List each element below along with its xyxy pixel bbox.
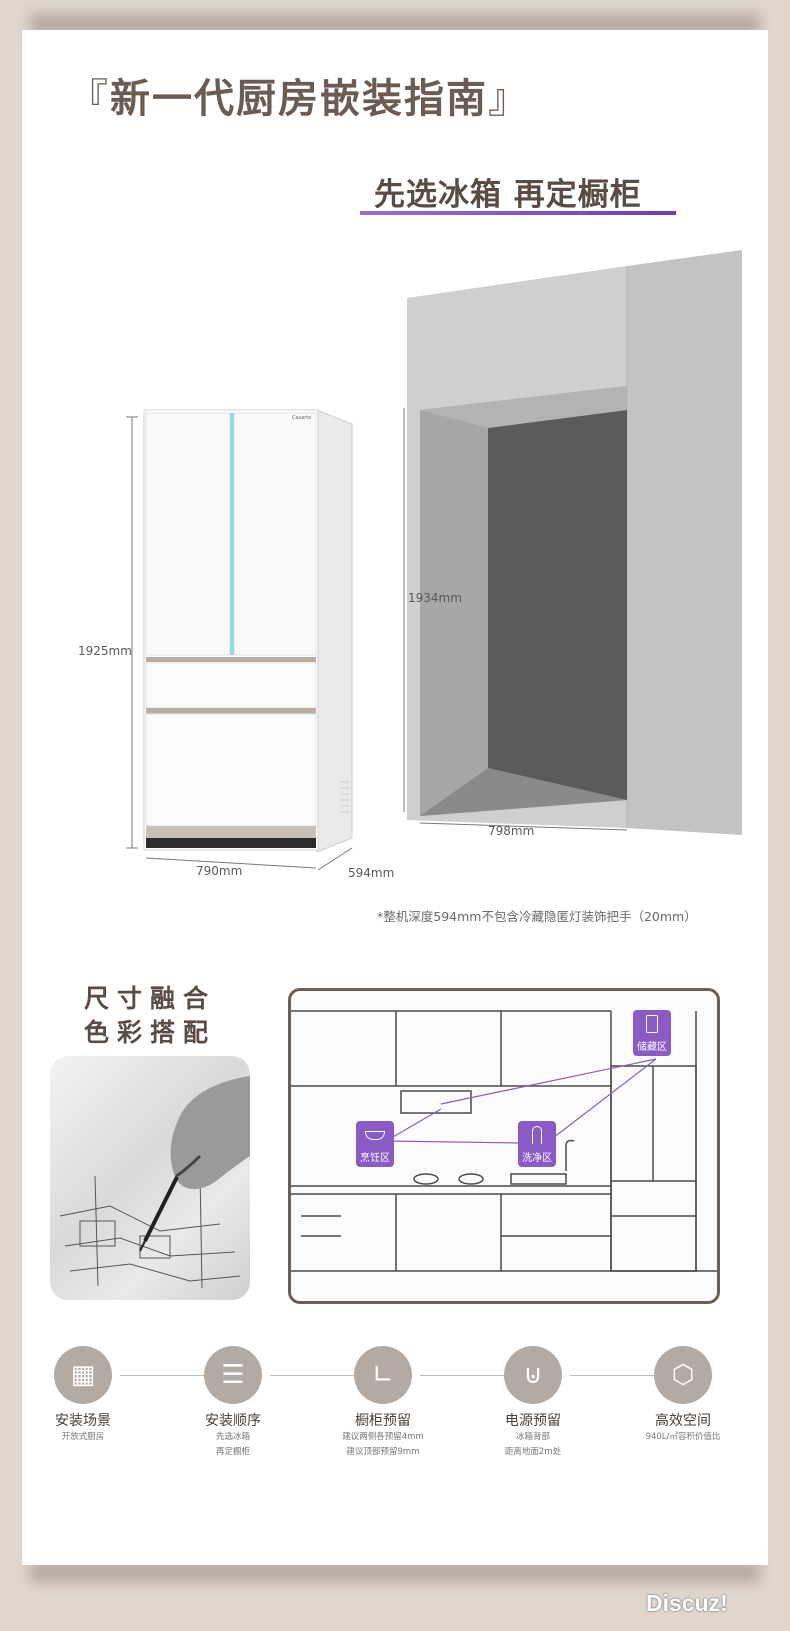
- fridge-width-line: [145, 857, 317, 869]
- step-connector: [420, 1375, 504, 1376]
- ruler-corner-icon: ∟: [354, 1346, 412, 1404]
- section-heading-line1: 尺寸融合: [84, 984, 217, 1013]
- title-text: 新一代厨房嵌装指南: [110, 76, 488, 122]
- storage-zone-badge: 储藏区: [633, 1010, 671, 1056]
- title-open-bracket: 『: [68, 76, 110, 122]
- fridge-height-label: 1925mm: [78, 644, 132, 658]
- kitchen-drawing: [291, 1010, 717, 1272]
- sketch-drawing: [59, 1076, 250, 1289]
- washing-zone-label: 洗净区: [522, 1153, 552, 1164]
- pan-icon: [365, 1131, 385, 1140]
- fridge-width-label: 790mm: [196, 864, 243, 878]
- step-label: 安装顺序: [205, 1413, 261, 1429]
- subtitle-underline: [360, 211, 676, 215]
- cooking-zone-label: 烹饪区: [360, 1153, 390, 1164]
- watermark: Discuz!: [646, 1590, 728, 1616]
- cube-icon: ⬡: [654, 1346, 712, 1404]
- subtitle: 先选冰箱 再定橱柜: [374, 177, 642, 213]
- cabinet-width-label: 798mm: [488, 824, 535, 838]
- step-label: 高效空间: [655, 1413, 711, 1429]
- dimension-illustration: [126, 250, 742, 871]
- cooking-zone-badge: 烹饪区: [356, 1121, 394, 1167]
- page-title: 『新一代厨房嵌装指南』: [68, 66, 530, 124]
- depth-note: *整机深度594mm不包含冷藏隐匿灯装饰把手（20mm）: [377, 909, 697, 924]
- cabinet-width-line: [419, 822, 628, 831]
- fridge-image: [143, 409, 353, 853]
- step-label: 安装场景: [55, 1413, 111, 1429]
- building-icon: ▦: [54, 1346, 112, 1404]
- fridge-brand-logo: Casarte: [292, 415, 312, 421]
- power-outlet-icon: ⊍: [504, 1346, 562, 1404]
- step-desc: 建议两侧各预留4mm: [342, 1432, 424, 1442]
- step-desc: 距离地面2m处: [504, 1447, 562, 1457]
- guide-card: 『新一代厨房嵌装指南』 先选冰箱 再定橱柜: [22, 30, 768, 1565]
- washing-zone-badge: 洗净区: [518, 1121, 556, 1167]
- list-icon: ☰: [204, 1346, 262, 1404]
- section-heading: 尺寸融合 色彩搭配: [84, 982, 216, 1050]
- step-desc: 940L/㎡容积价值比: [645, 1432, 721, 1442]
- cabinet-image: [407, 250, 742, 835]
- faucet-icon: [532, 1126, 542, 1144]
- title-close-bracket: 』: [488, 76, 530, 122]
- storage-zone-label: 储藏区: [637, 1042, 667, 1053]
- step-connector: [270, 1375, 354, 1376]
- fridge-depth-line: [317, 847, 353, 871]
- step-desc: 开放式厨房: [61, 1432, 105, 1442]
- step-desc: 冰箱背部: [515, 1432, 550, 1442]
- step-connector: [120, 1375, 204, 1376]
- step-label: 橱柜预留: [355, 1413, 411, 1429]
- card-shadow-bottom: [30, 1562, 760, 1582]
- cabinet-height-label: 1934mm: [408, 591, 462, 605]
- card-shadow-top: [30, 14, 760, 34]
- kitchen-illustration: 储藏区 烹饪区 洗净区: [288, 988, 720, 1304]
- sketch-photo: [50, 1056, 250, 1300]
- fridge-icon: [646, 1015, 658, 1033]
- fridge-depth-label: 594mm: [348, 866, 395, 880]
- step-desc: 建议顶部预留9mm: [346, 1447, 420, 1457]
- step-label: 电源预留: [505, 1413, 561, 1429]
- step-desc: 再定橱柜: [215, 1447, 250, 1457]
- step-desc: 先选冰箱: [215, 1432, 250, 1442]
- section-heading-line2: 色彩搭配: [84, 1018, 217, 1047]
- step-connector: [570, 1375, 654, 1376]
